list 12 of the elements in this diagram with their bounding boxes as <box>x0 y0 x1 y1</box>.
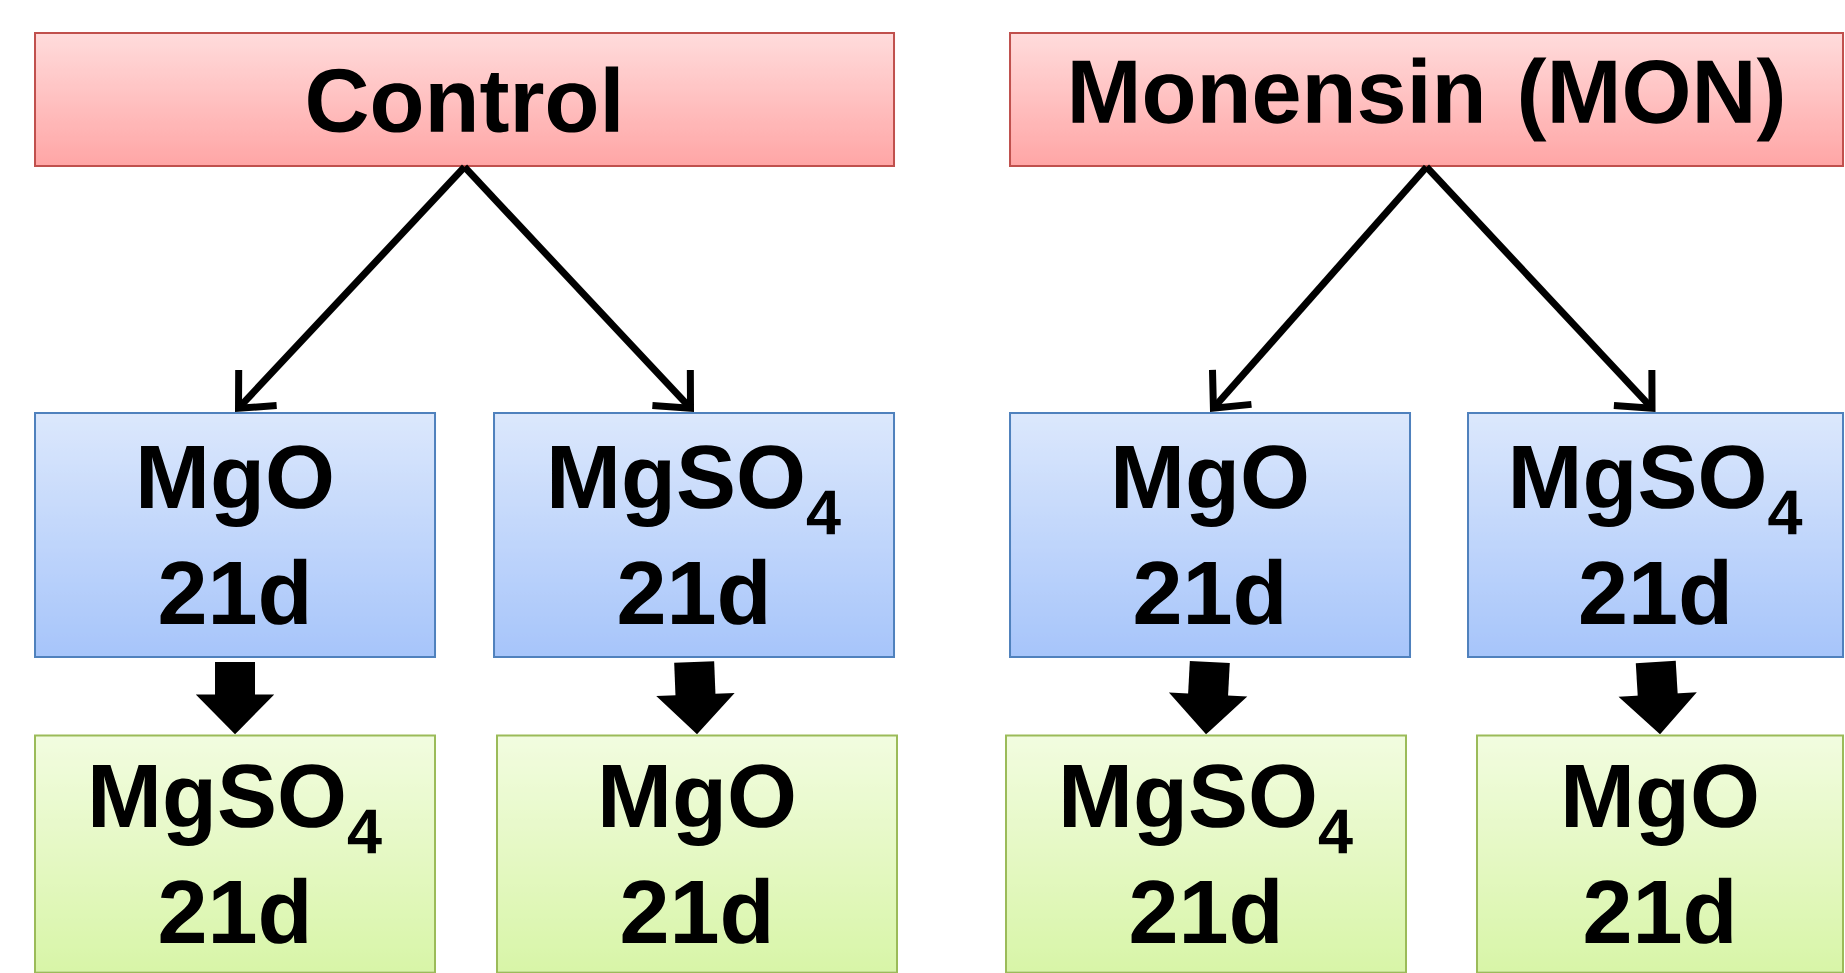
period-box: MgO 21d <box>1009 412 1411 658</box>
treatment-box: Monensin (MON) <box>1009 31 1844 167</box>
period-box: MgSO$_{4}$ 21d <box>493 412 895 658</box>
arrow <box>461 164 694 412</box>
period-box: MgO 21d <box>1476 734 1844 973</box>
period-box: MgO 21d <box>34 412 436 658</box>
arrow <box>1423 164 1656 412</box>
period-box: MgSO$_{4}$ 21d <box>34 734 436 973</box>
period-box: MgSO$_{4}$ 21d <box>1005 734 1407 973</box>
period-box: MgSO$_{4}$ 21d <box>1467 412 1844 658</box>
treatment-box: Control <box>34 31 895 167</box>
period-box: MgO 21d <box>496 734 898 973</box>
